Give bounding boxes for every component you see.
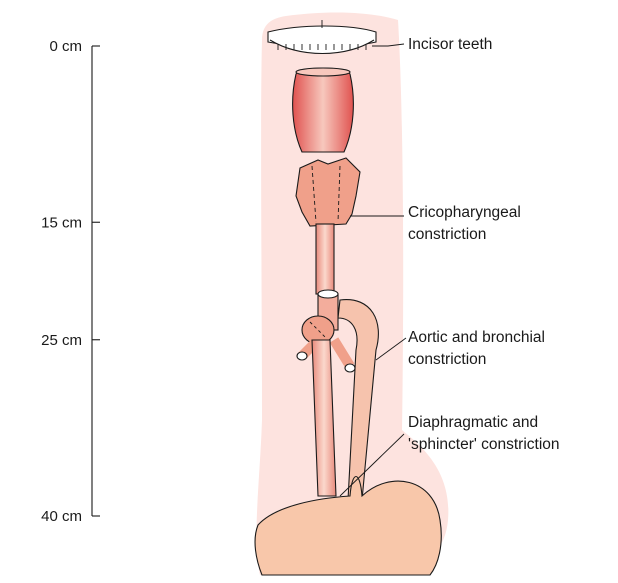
diaphragmatic-sphincter-constriction-label-line: Diaphragmatic and (408, 414, 538, 431)
ruler-tick-label: 25 cm (41, 332, 82, 349)
incisor-teeth-label: Incisor teeth (408, 36, 492, 53)
ruler-tick-label: 15 cm (41, 214, 82, 231)
cricopharyngeal-constriction-label-line: Cricopharyngeal (408, 204, 521, 221)
diaphragmatic-sphincter-constriction-label: Diaphragmatic and 'sphincter' constrictio… (408, 414, 560, 453)
aortic-bronchial-constriction-label-line: Aortic and bronchial (408, 329, 545, 346)
cricopharyngeal-constriction-label-line: constriction (408, 226, 486, 243)
aortic-bronchial-constriction-label-line: constriction (408, 351, 486, 368)
depth-ruler: 0 cm 15 cm 25 cm 40 cm (41, 38, 100, 525)
ruler-tick-label: 0 cm (49, 38, 82, 55)
ruler-tick-label: 40 cm (41, 508, 82, 525)
esophagus-upper (316, 224, 334, 294)
pharynx (293, 68, 354, 152)
diaphragmatic-sphincter-constriction-label-line: 'sphincter' constriction (408, 436, 560, 453)
cricopharyngeal-constriction-label: Cricopharyngeal constriction (408, 204, 521, 243)
incisor-teeth-label-line: Incisor teeth (408, 36, 492, 53)
aortic-bronchial-constriction-label: Aortic and bronchial constriction (408, 329, 545, 368)
